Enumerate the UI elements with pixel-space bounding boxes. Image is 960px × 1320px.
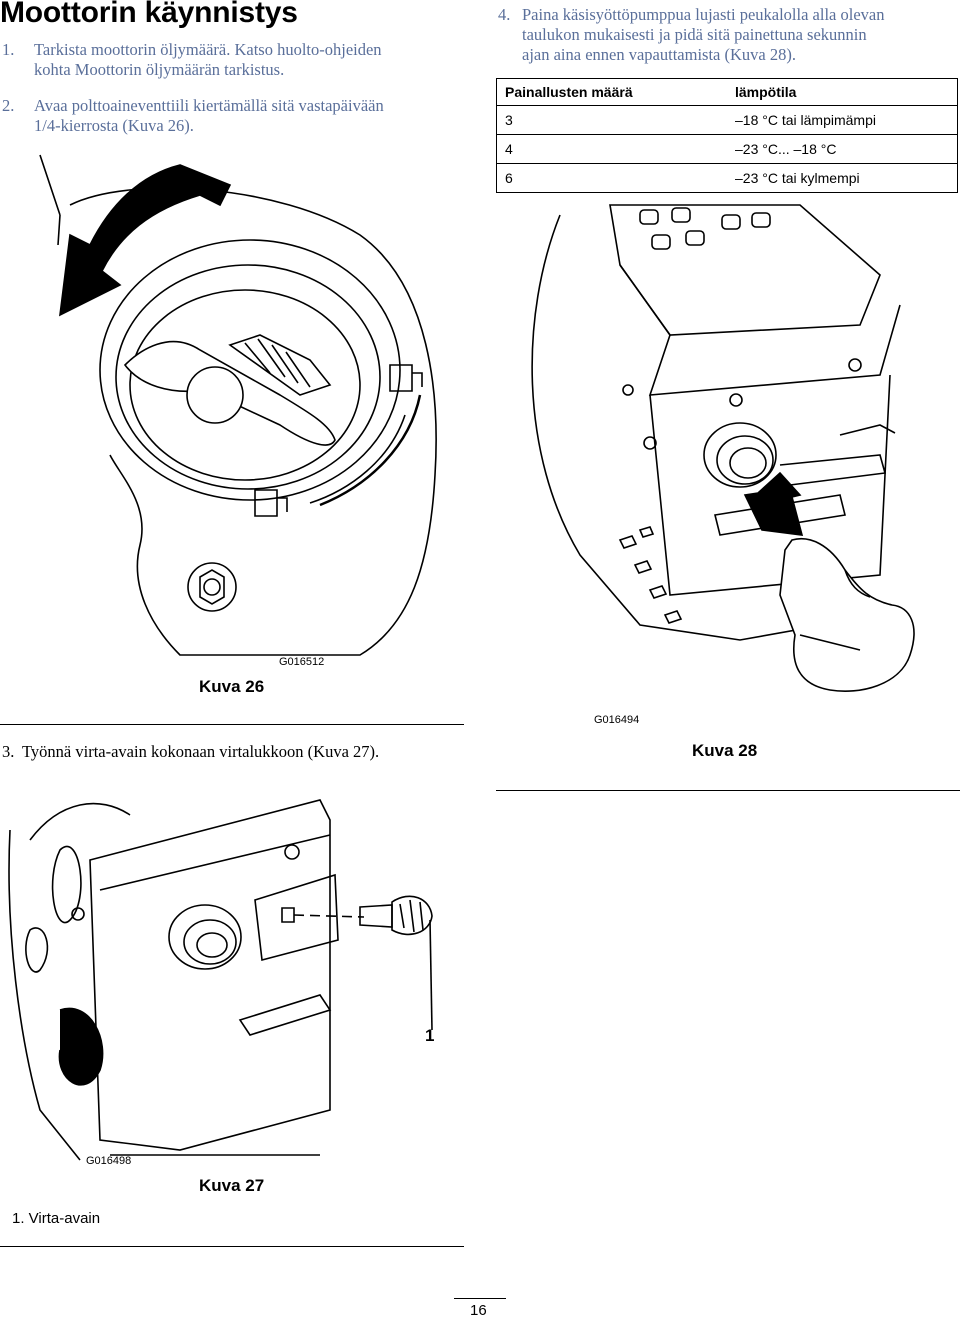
step-number: 4. [498, 5, 511, 24]
page-number-rule [454, 1298, 506, 1299]
table-cell: –23 °C tai kylmempi [727, 163, 958, 193]
step-text: Paina käsisyöttöpumppua lujasti peukalol… [522, 5, 884, 65]
primer-table: Painallusten määrä lämpötila 3 –18 °C ta… [496, 78, 958, 193]
page-title: Moottorin käynnistys [0, 0, 298, 29]
step-line: ajan aina ennen vapauttamista (Kuva 28). [522, 45, 796, 64]
step-text: Tarkista moottorin öljymäärä. Katso huol… [34, 40, 382, 80]
figure-caption: Kuva 26 [199, 677, 265, 696]
table-row: 3 –18 °C tai lämpimämpi [496, 105, 958, 135]
table-cell: –23 °C... –18 °C [727, 134, 958, 164]
table-header: Painallusten määrä [496, 78, 727, 106]
step-number: 3. [2, 742, 15, 761]
step-text: Työnnä virta-avain kokonaan virtalukkoon… [22, 742, 379, 762]
step-line: 1/4-kierrosta (Kuva 26). [34, 116, 194, 135]
step-number: 2. [2, 96, 15, 115]
table-row: 4 –23 °C... –18 °C [496, 134, 958, 164]
figure-code: G016494 [594, 714, 640, 726]
table-row: 6 –23 °C tai kylmempi [496, 163, 958, 193]
step-line: kohta Moottorin öljymäärän tarkistus. [34, 60, 285, 79]
table-cell: –18 °C tai lämpimämpi [727, 105, 958, 135]
primer-pump-illustration [500, 195, 958, 700]
table-cell: 3 [496, 105, 727, 135]
step-line: Tarkista moottorin öljymäärä. Katso huol… [34, 40, 382, 59]
table-header: lämpötila [727, 78, 958, 106]
step-number: 1. [2, 40, 15, 59]
step-text: Avaa polttoaineventtiili kiertämällä sit… [34, 96, 384, 136]
step-line: Avaa polttoaineventtiili kiertämällä sit… [34, 96, 384, 115]
table-cell: 4 [496, 134, 727, 164]
figure-legend: 1. Virta-avain [12, 1210, 101, 1227]
divider [0, 1246, 464, 1247]
figure-caption: Kuva 28 [692, 741, 758, 760]
table-header-row: Painallusten määrä lämpötila [496, 78, 958, 106]
ignition-key-illustration [0, 780, 460, 1180]
fuel-valve-illustration [30, 145, 450, 665]
callout-number: 1 [425, 1026, 435, 1045]
figure-code: G016498 [86, 1155, 132, 1167]
figure-code: G016512 [279, 656, 325, 668]
figure-caption: Kuva 27 [199, 1176, 265, 1195]
step-line: Työnnä virta-avain kokonaan virtalukkoon… [22, 742, 380, 761]
divider [496, 790, 960, 791]
divider [0, 724, 464, 725]
page-number: 16 [470, 1302, 487, 1319]
step-line: Paina käsisyöttöpumppua lujasti peukalol… [522, 5, 885, 24]
step-line: taulukon mukaisesti ja pidä sitä painett… [522, 25, 867, 44]
table-cell: 6 [496, 163, 727, 193]
